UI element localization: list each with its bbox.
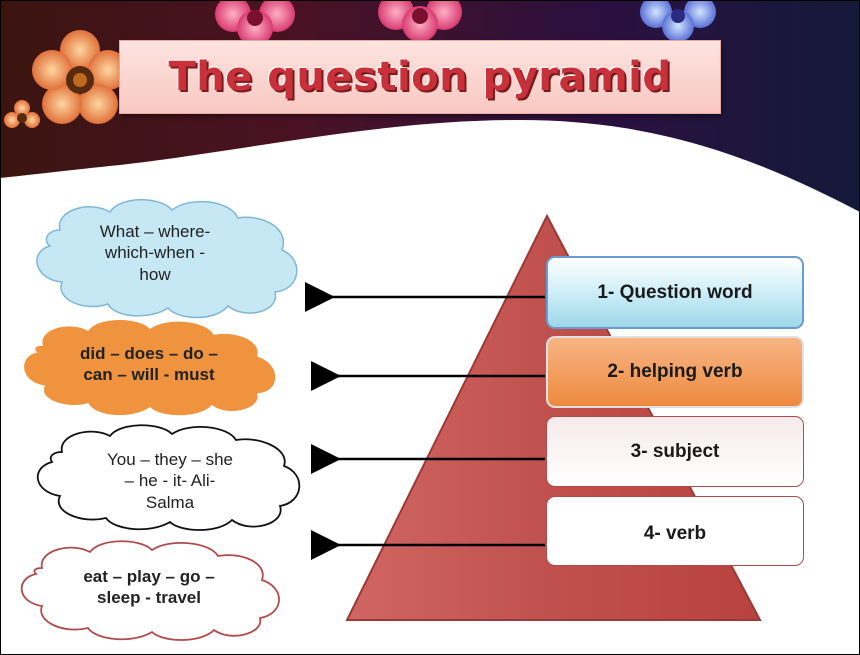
example-line: – he - it- Ali- — [124, 471, 216, 491]
example-line: which-when - — [104, 243, 206, 263]
example-line: how — [139, 264, 171, 284]
step-question-word: 1- Question word — [546, 256, 804, 329]
example-line: did – does – do – — [80, 344, 218, 363]
example-line: eat – play – go – — [83, 567, 215, 586]
example-text-helping-verbs: did – does – do – can – will - must — [40, 343, 258, 386]
page-title: The question pyramid — [168, 54, 672, 100]
step-subject: 3- subject — [546, 416, 804, 487]
example-text-subjects: You – they – she – he - it- Ali- Salma — [60, 449, 280, 513]
flower-small-icon — [4, 100, 40, 128]
example-cloud-question-words — [36, 199, 298, 319]
flower-top-mid-icon — [378, 0, 462, 42]
flower-top-right-icon — [640, 0, 716, 42]
example-cloud-helping-verbs — [22, 318, 277, 417]
step-verb: 4- verb — [546, 496, 804, 566]
flower-left-icon — [32, 30, 128, 124]
example-cloud-verbs — [20, 540, 280, 641]
example-cloud-subjects — [36, 424, 301, 531]
example-text-verbs: eat – play – go – sleep - travel — [40, 566, 258, 609]
example-line: You – they – she — [106, 450, 234, 469]
example-text-question-words: What – where- which-when - how — [60, 221, 250, 285]
example-line: can – will - must — [83, 365, 215, 385]
example-line: sleep - travel — [97, 588, 201, 608]
step-helping-verb: 2- helping verb — [546, 336, 804, 408]
example-line: Salma — [145, 492, 195, 512]
flower-top-pink-icon — [215, 0, 295, 46]
example-line: What – where- — [99, 222, 211, 241]
title-box: The question pyramid — [119, 40, 721, 114]
